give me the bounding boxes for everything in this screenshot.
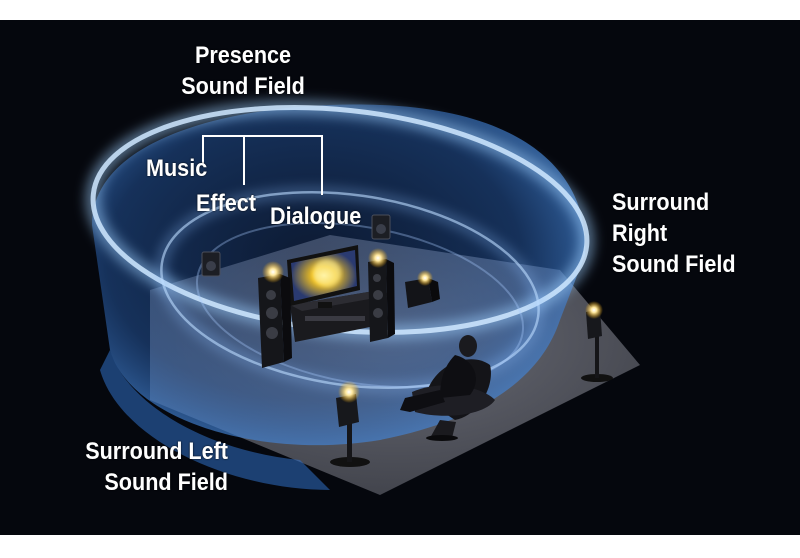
presence-line-1: Presence — [194, 42, 292, 69]
surround-left-line-1: Surround Left — [85, 438, 228, 465]
surround-left-line-2: Sound Field — [104, 469, 228, 496]
dialogue-label: Dialogue — [270, 203, 362, 230]
effect-label: Effect — [196, 190, 257, 217]
surround-right-line-2: Right — [612, 220, 668, 247]
front-right-speaker — [368, 248, 395, 342]
sound-field-illustration: Presence Sound Field Music Effect Dialog… — [0, 20, 800, 535]
subwoofer — [405, 270, 440, 308]
surround-right-line-3: Sound Field — [612, 251, 736, 278]
front-left-speaker — [258, 261, 292, 368]
surround-right-speaker — [581, 301, 613, 382]
surround-left-speaker — [330, 381, 370, 467]
presence-sound-field-label: Presence Sound Field — [176, 40, 311, 102]
presence-left-speaker — [201, 251, 221, 277]
leader-lines — [202, 135, 323, 195]
room-scene — [86, 100, 640, 495]
tv — [287, 245, 360, 308]
presence-right-speaker — [371, 214, 391, 240]
presence-line-2: Sound Field — [181, 73, 305, 100]
music-label: Music — [146, 155, 208, 182]
surround-right-sound-field-label: Surround Right Sound Field — [612, 187, 736, 280]
surround-left-sound-field-label: Surround Left Sound Field — [68, 436, 228, 498]
listener-in-chair — [400, 335, 495, 441]
surround-right-line-1: Surround — [612, 189, 710, 216]
